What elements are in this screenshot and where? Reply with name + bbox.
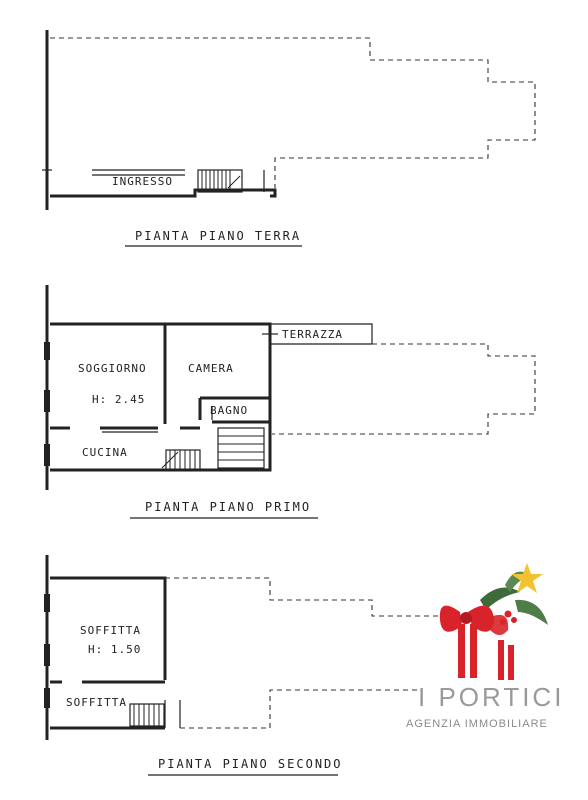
star-icon xyxy=(511,563,543,593)
leaf-icon xyxy=(480,587,520,610)
first-floor-plan: SOGGIORNO H: 2.45 CAMERA BAGNO CUCINA TE… xyxy=(44,285,536,519)
leaf-icon xyxy=(515,599,548,625)
room-label-soffitta-small: SOFFITTA xyxy=(66,696,127,709)
room-height-soffitta: H: 1.50 xyxy=(88,643,141,656)
logo-name: I PORTICI xyxy=(418,682,564,712)
first-floor-stairs xyxy=(161,427,265,471)
room-label-soggiorno: SOGGIORNO xyxy=(78,362,147,375)
ground-floor-plan: INGRESSO PIANTA PIANO TERRA xyxy=(42,30,536,247)
floor-title-ground: PIANTA PIANO TERRA xyxy=(135,229,301,243)
room-label-bagno: BAGNO xyxy=(210,404,248,417)
room-label-cucina: CUCINA xyxy=(82,446,128,459)
floor-title-first: PIANTA PIANO PRIMO xyxy=(145,500,311,514)
room-label-ingresso: INGRESSO xyxy=(112,175,173,188)
floor-title-second: PIANTA PIANO SECONDO xyxy=(158,757,343,771)
logo-tagline: AGENZIA IMMOBILIARE xyxy=(406,718,548,730)
agency-logo: I PORTICI AGENZIA IMMOBILIARE xyxy=(406,563,564,730)
gift-bow-icon xyxy=(439,605,514,680)
room-label-terrazza: TERRAZZA xyxy=(282,328,343,341)
second-floor-stairs xyxy=(129,703,165,727)
ground-floor-stairs xyxy=(197,169,243,193)
room-label-camera: CAMERA xyxy=(188,362,234,375)
room-label-soffitta-main: SOFFITTA xyxy=(80,624,141,637)
room-height-soggiorno: H: 2.45 xyxy=(92,393,145,406)
second-floor-plan: SOFFITTA H: 1.50 SOFFITTA PIANTA PIANO S… xyxy=(44,555,450,776)
